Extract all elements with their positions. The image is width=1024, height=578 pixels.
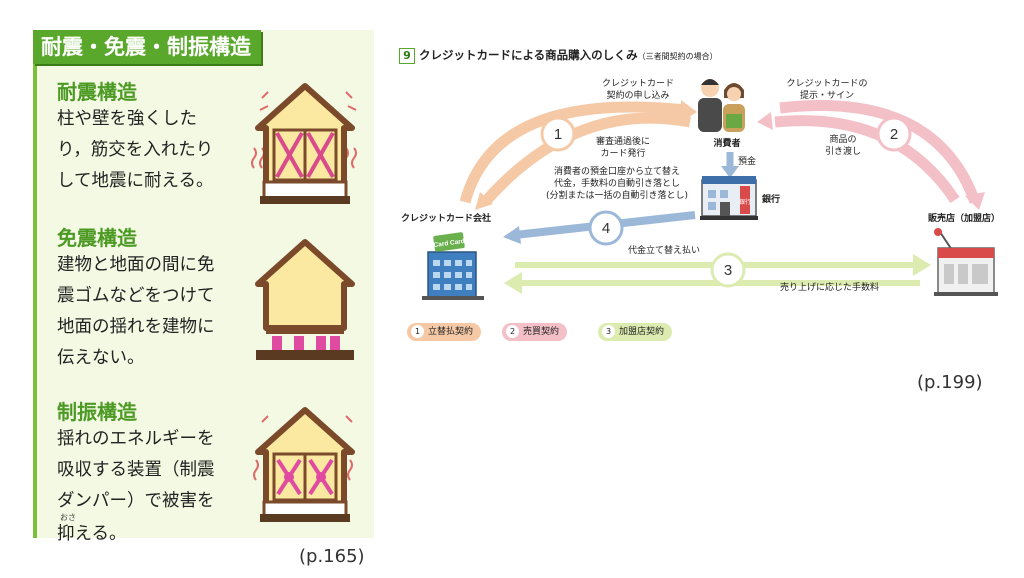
label-review: 審査通過後に カード発行 bbox=[578, 136, 668, 160]
label-line: カード発行 bbox=[600, 149, 646, 159]
label-line: 提示・サイン bbox=[799, 91, 854, 101]
body-line: 震ゴムなどをつけて bbox=[57, 286, 215, 306]
consumer-people-icon bbox=[698, 79, 745, 132]
label-line: クレジットカードの bbox=[786, 79, 868, 89]
label-line: 代金，手数料の自動引き落とし bbox=[553, 179, 680, 189]
label-line: クレジットカード bbox=[601, 79, 674, 89]
badge-3: 3 bbox=[710, 252, 746, 288]
bank-sign: 銀行 bbox=[739, 198, 751, 206]
figure-title: クレジットカードによる商品購入のしくみ（三者間契約の場合） bbox=[419, 47, 718, 63]
label-line: 引き渡し bbox=[824, 147, 861, 157]
body-line: 建物と地面の間に免 bbox=[57, 255, 215, 275]
arrow-1-lower bbox=[459, 101, 686, 204]
legend-item-3: 3 加盟店契約 bbox=[598, 323, 673, 341]
legend-item-2: 2 売買契約 bbox=[502, 323, 568, 341]
menshin-house-illustration bbox=[255, 239, 355, 360]
legend-num: 1 bbox=[411, 325, 424, 338]
label-line: 審査通過後に bbox=[595, 137, 650, 147]
body-line: して地震に耐える。 bbox=[57, 171, 214, 191]
label-company: クレジットカード会社 bbox=[401, 214, 492, 224]
figure-title-text: クレジットカードによる商品購入のしくみ bbox=[419, 48, 638, 62]
label-advance: 代金立て替え払い bbox=[628, 246, 701, 256]
section-body-seishin: 揺れのエネルギーを 吸収する装置（制震 ダンパー）で被害を 抑える。 bbox=[57, 424, 215, 550]
section-title-menshin: 免震構造 bbox=[57, 226, 137, 250]
label-line: 商品の bbox=[829, 135, 857, 145]
section-body-menshin: 建物と地面の間に免 震ゴムなどをつけて 地面の揺れを建物に 伝えない。 bbox=[57, 250, 215, 374]
legend-num: 3 bbox=[602, 325, 615, 338]
label-debit: 消費者の預金口座から立て替え 代金，手数料の自動引き落とし (分割または一括の自… bbox=[532, 166, 702, 202]
figure-number: 9 bbox=[399, 48, 415, 64]
legend-label: 売買契約 bbox=[523, 327, 560, 337]
label-deliver: 商品の 引き渡し bbox=[808, 134, 878, 158]
label-consumer: 消費者 bbox=[713, 139, 741, 149]
badge-3-text: 3 bbox=[724, 262, 732, 279]
badge-2: 2 bbox=[876, 116, 912, 152]
label-fee: 売り上げに応じた手数料 bbox=[780, 283, 880, 293]
label-apply: クレジットカード 契約の申し込み bbox=[588, 78, 688, 102]
card-sign-text: Card Card bbox=[433, 238, 465, 249]
section-title-seishin: 制振構造 bbox=[57, 400, 137, 424]
taishin-house-illustration bbox=[251, 83, 357, 204]
page-reference-left: (p.165) bbox=[299, 546, 365, 567]
legend-item-1: 1 立替払契約 bbox=[407, 323, 482, 341]
ruby-text: おさ bbox=[60, 513, 76, 522]
section-body-taishin: 柱や壁を強くした り，筋交を入れたり して地震に耐える。 bbox=[57, 104, 213, 197]
badge-4-text: 4 bbox=[602, 220, 610, 237]
body-line: り，筋交を入れたり bbox=[57, 140, 214, 160]
panel-banner: 耐震・免震・制振構造 bbox=[33, 30, 261, 64]
left-panel-border bbox=[33, 58, 37, 538]
body-line: 揺れのエネルギーを bbox=[57, 429, 215, 449]
arrow-1-upper bbox=[480, 112, 692, 206]
label-line: 消費者の預金口座から立て替え bbox=[553, 167, 680, 177]
label-present: クレジットカードの 提示・サイン bbox=[772, 78, 882, 102]
body-line: ダンパー）で被害を bbox=[57, 491, 215, 511]
legend-label: 立替払契約 bbox=[428, 327, 474, 337]
body-line: 地面の揺れを建物に bbox=[57, 317, 215, 337]
label-line: 契約の申し込み bbox=[606, 91, 670, 101]
label-bank: 銀行 bbox=[762, 195, 781, 205]
label-store: 販売店（加盟店） bbox=[928, 214, 1001, 224]
bank-building-icon: 銀行 bbox=[700, 176, 758, 220]
legend-num: 2 bbox=[506, 325, 519, 338]
page-reference-right: (p.199) bbox=[917, 372, 983, 393]
badge-1-text: 1 bbox=[554, 126, 562, 143]
label-line: (分割または一括の自動引き落とし) bbox=[545, 191, 689, 201]
legend-label: 加盟店契約 bbox=[619, 327, 665, 337]
badge-2-text: 2 bbox=[890, 126, 898, 143]
section-title-taishin: 耐震構造 bbox=[57, 80, 137, 104]
body-line: 伝えない。 bbox=[57, 348, 145, 368]
body-line: 吸収する装置（制震 bbox=[57, 460, 215, 480]
badge-1: 1 bbox=[540, 116, 576, 152]
seishin-house-illustration bbox=[253, 407, 355, 522]
body-line: 抑える。 bbox=[57, 524, 127, 544]
store-building-icon bbox=[934, 228, 998, 296]
label-deposit: 預金 bbox=[738, 157, 757, 167]
badge-4: 4 bbox=[588, 210, 624, 246]
card-company-building-icon: Card Card bbox=[422, 232, 484, 300]
figure-subtitle: （三者間契約の場合） bbox=[637, 52, 718, 61]
body-line: 柱や壁を強くした bbox=[57, 109, 197, 129]
